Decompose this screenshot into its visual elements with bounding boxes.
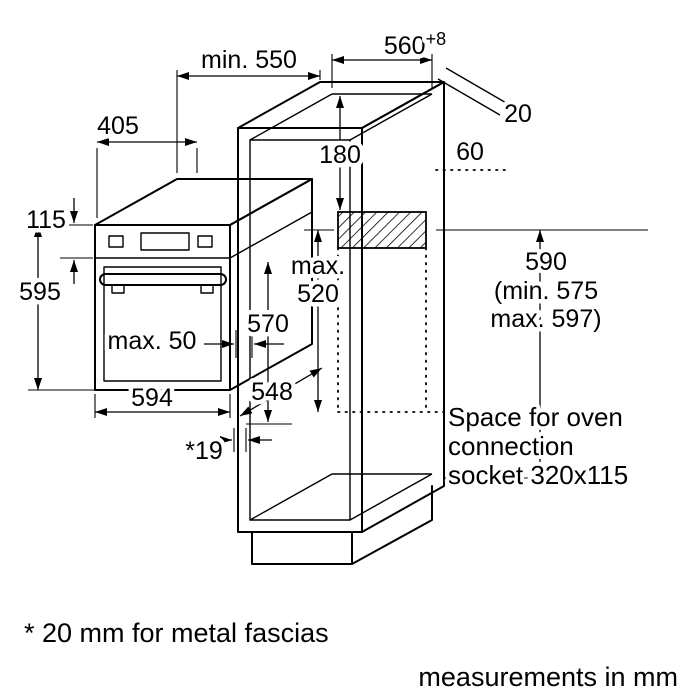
fascia-footnote: * 20 mm for metal fascias (24, 618, 329, 648)
max-depth-label-line2: 520 (297, 280, 339, 308)
inner-clearance-label: 570 (247, 310, 289, 338)
oven-top-depth-label: 405 (97, 112, 139, 140)
panel-height-label: 115 (26, 206, 66, 234)
cabinet-niche-top-edges (249, 93, 433, 141)
niche-height-min-label: (min. 575 (494, 277, 598, 305)
socket-note-line2: connection (448, 431, 574, 461)
oven-depth-label: 548 (251, 378, 293, 406)
niche-width-label: 560+8 (384, 29, 446, 60)
oven-door-handle (99, 273, 227, 286)
niche-height-label: 590 (525, 248, 567, 276)
socket-note-line3: socket 320x115 (448, 460, 628, 490)
oven-top-depth-extension-lines (96, 148, 198, 218)
dimension-labels: min. 550 560+8 20 405 180 60 115 595 max… (15, 25, 633, 495)
units-note: measurements in mm (418, 662, 678, 692)
fascia-gap-ticks (233, 428, 247, 452)
socket-note-line1: Space for oven (448, 402, 623, 432)
cabinet-niche-bottom-edges (249, 473, 433, 521)
oven-knob-right (197, 235, 213, 248)
footer-notes: * 20 mm for metal fascias measurements i… (24, 618, 678, 692)
socket-top-offset-label: 180 (319, 141, 361, 169)
oven-handle-stub-right (200, 284, 214, 294)
cabinet-drawing (237, 67, 509, 565)
socket-rear-offset-label: 60 (456, 138, 484, 166)
oven-display (140, 232, 190, 251)
oven-drawing (94, 178, 313, 391)
front-overlap-label: max. 50 (108, 327, 197, 355)
fascia-gap-label: *19 (185, 437, 223, 465)
oven-height-label: 595 (19, 278, 61, 306)
oven-top-face (94, 178, 313, 226)
max-depth-label-line1: max. (291, 252, 345, 280)
front-overlap-ticks (235, 330, 253, 358)
wall-edge-lines (437, 67, 509, 116)
wall-gap-label: 20 (504, 100, 532, 128)
oven-handle-stub-left (111, 284, 125, 294)
oven-knob-left (108, 235, 124, 248)
niche-height-max-label: max. 597) (490, 305, 601, 333)
niche-depth-extension-lines (176, 70, 321, 173)
cabinet-side-face (361, 81, 445, 533)
dimension-lines (28, 54, 648, 479)
oven-door-inner-outline (103, 266, 222, 382)
oven-control-panel-line (95, 211, 313, 259)
cabinet-plinth (251, 485, 433, 565)
socket-area (337, 169, 507, 413)
oven-width-label: 594 (131, 384, 173, 412)
oven-depth-dimension-line (239, 367, 323, 417)
niche-depth-label: min. 550 (201, 46, 297, 74)
socket-space-dotted-outline (337, 247, 445, 413)
socket-hatched-zone (337, 211, 427, 249)
